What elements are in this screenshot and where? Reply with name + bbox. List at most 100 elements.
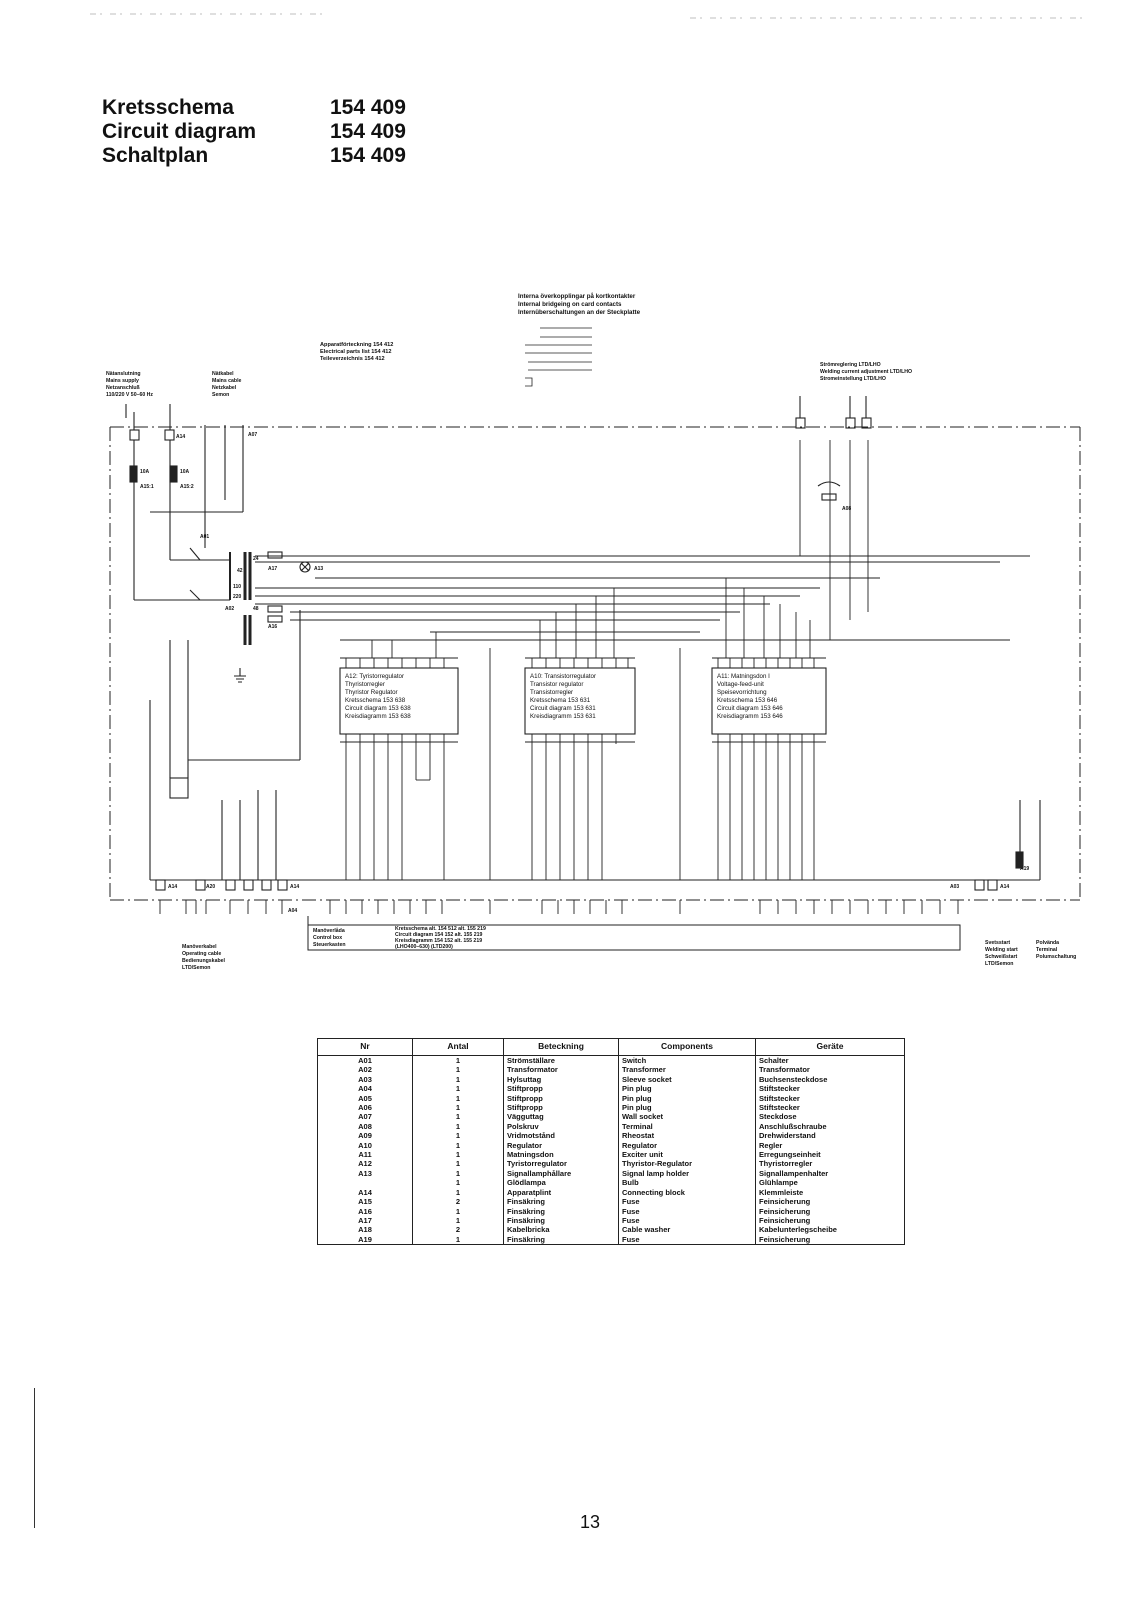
title-name: Circuit diagram <box>102 120 257 143</box>
rheostat-a09 <box>817 481 841 501</box>
svg-text:A15:2: A15:2 <box>180 484 194 490</box>
svg-text:Voltage-feed-unit: Voltage-feed-unit <box>717 681 764 688</box>
table-cell: Signal lamp holder <box>618 1168 756 1179</box>
table-cell: Finsäkring <box>503 1215 619 1226</box>
svg-text:Nätanslutning: Nätanslutning <box>106 371 141 377</box>
table-cell: Glühlampe <box>755 1178 905 1188</box>
table-cell: Kabelbricka <box>503 1225 619 1235</box>
svg-text:Svetsstart: Svetsstart <box>985 940 1010 946</box>
table-cell: A03 <box>317 1074 413 1085</box>
title-block: Kretsschema 154 409 Circuit diagram 154 … <box>102 96 450 168</box>
fuse-a19 <box>1015 800 1041 880</box>
svg-text:10A: 10A <box>180 469 190 475</box>
table-cell: Transformer <box>618 1065 756 1075</box>
bridging-sketch <box>525 327 592 387</box>
table-cell: 1 <box>412 1131 504 1141</box>
column-header: Antal <box>412 1038 504 1056</box>
title-number: 154 409 <box>330 120 406 143</box>
svg-text:Kretsschema 153 638: Kretsschema 153 638 <box>345 697 406 704</box>
table-cell: Pin plug <box>618 1093 756 1104</box>
column-header: Geräte <box>755 1038 905 1056</box>
table-cell: 1 <box>412 1234 504 1246</box>
svg-text:A07: A07 <box>248 432 257 438</box>
column-header: Components <box>618 1038 756 1056</box>
svg-text:Kreisdiagramm 153 631: Kreisdiagramm 153 631 <box>530 713 596 720</box>
table-cell: Stiftstecker <box>755 1103 905 1113</box>
table-cell: Pin plug <box>618 1103 756 1113</box>
svg-text:A12: Tyristorregulator: A12: Tyristorregulator <box>345 673 404 680</box>
svg-text:Circuit diagram 153 638: Circuit diagram 153 638 <box>345 705 411 712</box>
svg-text:(LHO400–630) (LTD200): (LHO400–630) (LTD200) <box>395 944 453 950</box>
table-cell: Regler <box>755 1140 905 1151</box>
table-cell: A01 <box>317 1055 413 1066</box>
table-cell: Terminal <box>618 1121 756 1132</box>
title-name: Schaltplan <box>102 144 209 167</box>
table-cell: Wall socket <box>618 1112 756 1122</box>
svg-text:Welding current adjustment LTD: Welding current adjustment LTD/LHO <box>820 369 912 375</box>
svg-text:Semon: Semon <box>212 392 229 398</box>
svg-text:A04: A04 <box>288 908 297 914</box>
table-cell: A17 <box>317 1215 413 1226</box>
signal-lamp-a13 <box>299 561 311 573</box>
table-cell: Fuse <box>618 1206 756 1216</box>
table-cell: A14 <box>317 1187 413 1198</box>
svg-text:A19: A19 <box>1020 866 1029 872</box>
table-cell: Buchsensteckdose <box>755 1074 905 1085</box>
table-cell: 1 <box>412 1206 504 1216</box>
table-cell: A10 <box>317 1140 413 1151</box>
table-cell: A13 <box>317 1168 413 1179</box>
table-cell: A18 <box>317 1225 413 1235</box>
svg-text:Internüberschaltungen an der S: Internüberschaltungen an der Steckplatte <box>518 309 641 316</box>
label-a08: A08 <box>842 506 851 512</box>
table-cell: 1 <box>412 1055 504 1066</box>
note-mains-cable: Nätkabel Mains cable Netzkabel Semon <box>212 371 242 398</box>
parts-table-header: Nr Antal Beteckning Components Geräte <box>317 1038 905 1056</box>
board-a11-label: A11: Matningsdon I Voltage-feed-unit Spe… <box>717 673 783 720</box>
control-box-bracket <box>307 916 961 951</box>
table-cell: Schalter <box>755 1055 905 1066</box>
table-cell: Bulb <box>618 1178 756 1188</box>
table-cell: 2 <box>412 1197 504 1207</box>
svg-text:Bedienungskabel: Bedienungskabel <box>182 958 226 964</box>
table-cell: A07 <box>317 1112 413 1122</box>
table-cell: Regulator <box>618 1140 756 1151</box>
svg-text:A14: A14 <box>290 884 299 890</box>
column-header: Beteckning <box>503 1038 619 1056</box>
table-cell: 1 <box>412 1178 504 1188</box>
table-cell: Connecting block <box>618 1187 756 1198</box>
table-cell: Fuse <box>618 1234 756 1246</box>
table-cell: Apparatplint <box>503 1187 619 1198</box>
table-cell: 1 <box>412 1103 504 1113</box>
svg-text:A15:1: A15:1 <box>140 484 154 490</box>
svg-text:Internal bridgeing on card con: Internal bridgeing on card contacts <box>518 301 622 308</box>
board-pins <box>345 658 815 744</box>
board-a10-label: A10: Transistorregulator Transistor regu… <box>530 673 596 720</box>
table-cell: Stiftpropp <box>503 1084 619 1094</box>
svg-text:Nätkabel: Nätkabel <box>212 371 234 377</box>
table-cell: Klemmleiste <box>755 1187 905 1198</box>
table-cell: Kabelunterlegscheibe <box>755 1225 905 1235</box>
label-a14-top: A14 A07 <box>176 432 257 440</box>
table-cell: Rheostat <box>618 1131 756 1141</box>
table-cell: Fuse <box>618 1197 756 1207</box>
table-cell: A09 <box>317 1131 413 1141</box>
table-cell: 1 <box>412 1140 504 1151</box>
table-cell: Pin plug <box>618 1084 756 1094</box>
fuse-a16-a17 <box>267 551 283 623</box>
table-cell: Transformator <box>755 1065 905 1075</box>
note-internal-bridging: Interna överkopplingar på kortkontakter … <box>518 293 641 316</box>
svg-text:Control box: Control box <box>313 935 342 941</box>
svg-text:Manöverkabel: Manöverkabel <box>182 944 217 950</box>
svg-text:Kretsschema alt. 154 512 alt.: Kretsschema alt. 154 512 alt. 155 219 <box>395 926 486 932</box>
svg-text:Circuit diagram 153 631: Circuit diagram 153 631 <box>530 705 596 712</box>
table-cell: Regulator <box>503 1140 619 1151</box>
table-cell: Fuse <box>618 1215 756 1226</box>
